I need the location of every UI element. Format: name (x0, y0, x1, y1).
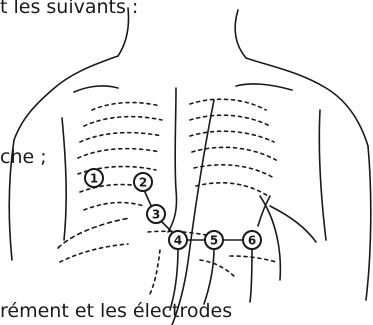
electrode-label: 1 (90, 172, 98, 186)
electrode-label: 6 (248, 234, 256, 248)
electrode-label: 2 (139, 176, 147, 190)
electrode-4: 4 (169, 231, 187, 249)
lead-5-down (204, 248, 214, 304)
lead-4-down (170, 248, 178, 310)
electrode-label: 5 (210, 234, 218, 248)
electrode-3: 3 (147, 205, 165, 223)
electrode-label: 4 (174, 234, 182, 248)
side-right (366, 146, 371, 300)
neck-right (235, 10, 246, 58)
lead-6-down (250, 248, 252, 302)
electrode-6: 6 (243, 231, 261, 249)
electrode-label: 3 (152, 208, 160, 222)
electrode-1: 1 (85, 169, 103, 187)
clavicle-left (74, 86, 118, 92)
rib-arch-left (58, 218, 130, 248)
lower-margin (260, 196, 280, 280)
electrode-2: 2 (134, 173, 152, 191)
neck-left (118, 8, 129, 56)
arm-right (319, 110, 326, 240)
electrode-markers: 1 2 34 5 6 (85, 169, 261, 249)
shoulder-right (246, 58, 368, 146)
clavicle-right (236, 84, 292, 90)
ribs-left (78, 103, 162, 210)
ribs-right (190, 99, 276, 196)
sternum (168, 88, 177, 232)
arm-left (62, 118, 66, 240)
side-left (9, 140, 14, 260)
electrode-5: 5 (205, 231, 223, 249)
shoulder-left (14, 56, 118, 140)
